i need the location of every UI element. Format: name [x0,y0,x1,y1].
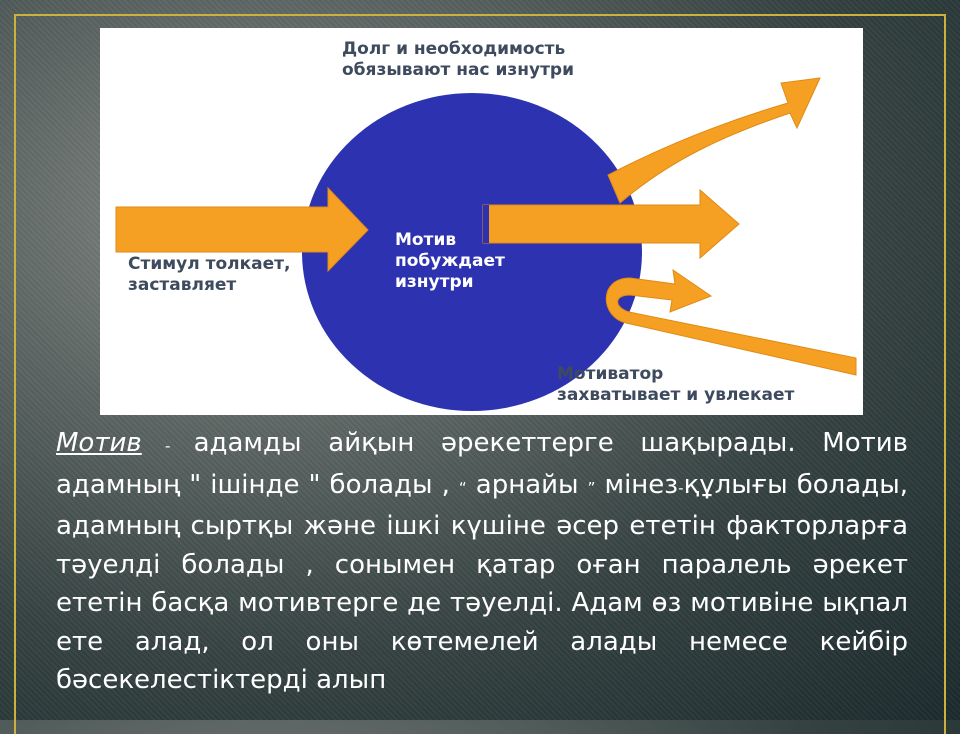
diagram-graphic [115,77,857,411]
duty-label-line2: обязывают нас изнутри [342,60,575,80]
stimulus-label-line1: Стимул толкает, [128,254,291,274]
motivator-arrow [605,268,857,376]
text-segment-2: арнайы [466,469,588,500]
slide-body-text: Мотив - адамды айқын әрекеттерге шақырад… [56,424,908,700]
motive-arrow [482,188,740,260]
duty-label-line1: Долг и необходимость [342,39,566,59]
motive-label-line1: Мотив [395,230,457,250]
duty-arrow [607,77,821,204]
stimulus-label: Стимул толкает, заставляет [128,254,290,296]
motive-label: Мотив побуждает изнутри [395,230,505,293]
motive-circle [302,93,642,411]
stimulus-label-line2: заставляет [128,275,237,295]
motive-arrow-notch [483,205,489,243]
text-segment-1: адамды айқын әрекеттерге шақырады. Мотив… [56,428,909,500]
close-quote: ” [587,478,596,497]
motive-label-line2: побуждает [395,251,505,271]
motivator-label-line1: Мотиватор [557,364,664,384]
motive-diagram: Долг и необходимость обязывают нас изнут… [100,28,863,415]
text-segment-4: құлығы болады, адамның сыртқы және ішкі … [56,469,908,696]
motive-label-line3: изнутри [395,272,474,292]
text-hyphen: - [678,478,684,497]
motive-term: Мотив [56,428,142,458]
motivator-label-line2: захватывает и увлекает [557,385,795,405]
motivator-label: Мотиватор захватывает и увлекает [557,364,794,406]
term-dash: - [141,437,194,455]
text-segment-3: мінез [595,469,679,500]
slide-frame [14,14,946,734]
duty-label: Долг и необходимость обязывают нас изнут… [342,39,574,81]
open-quote: “ [458,478,467,497]
stimulus-arrow [115,186,369,273]
